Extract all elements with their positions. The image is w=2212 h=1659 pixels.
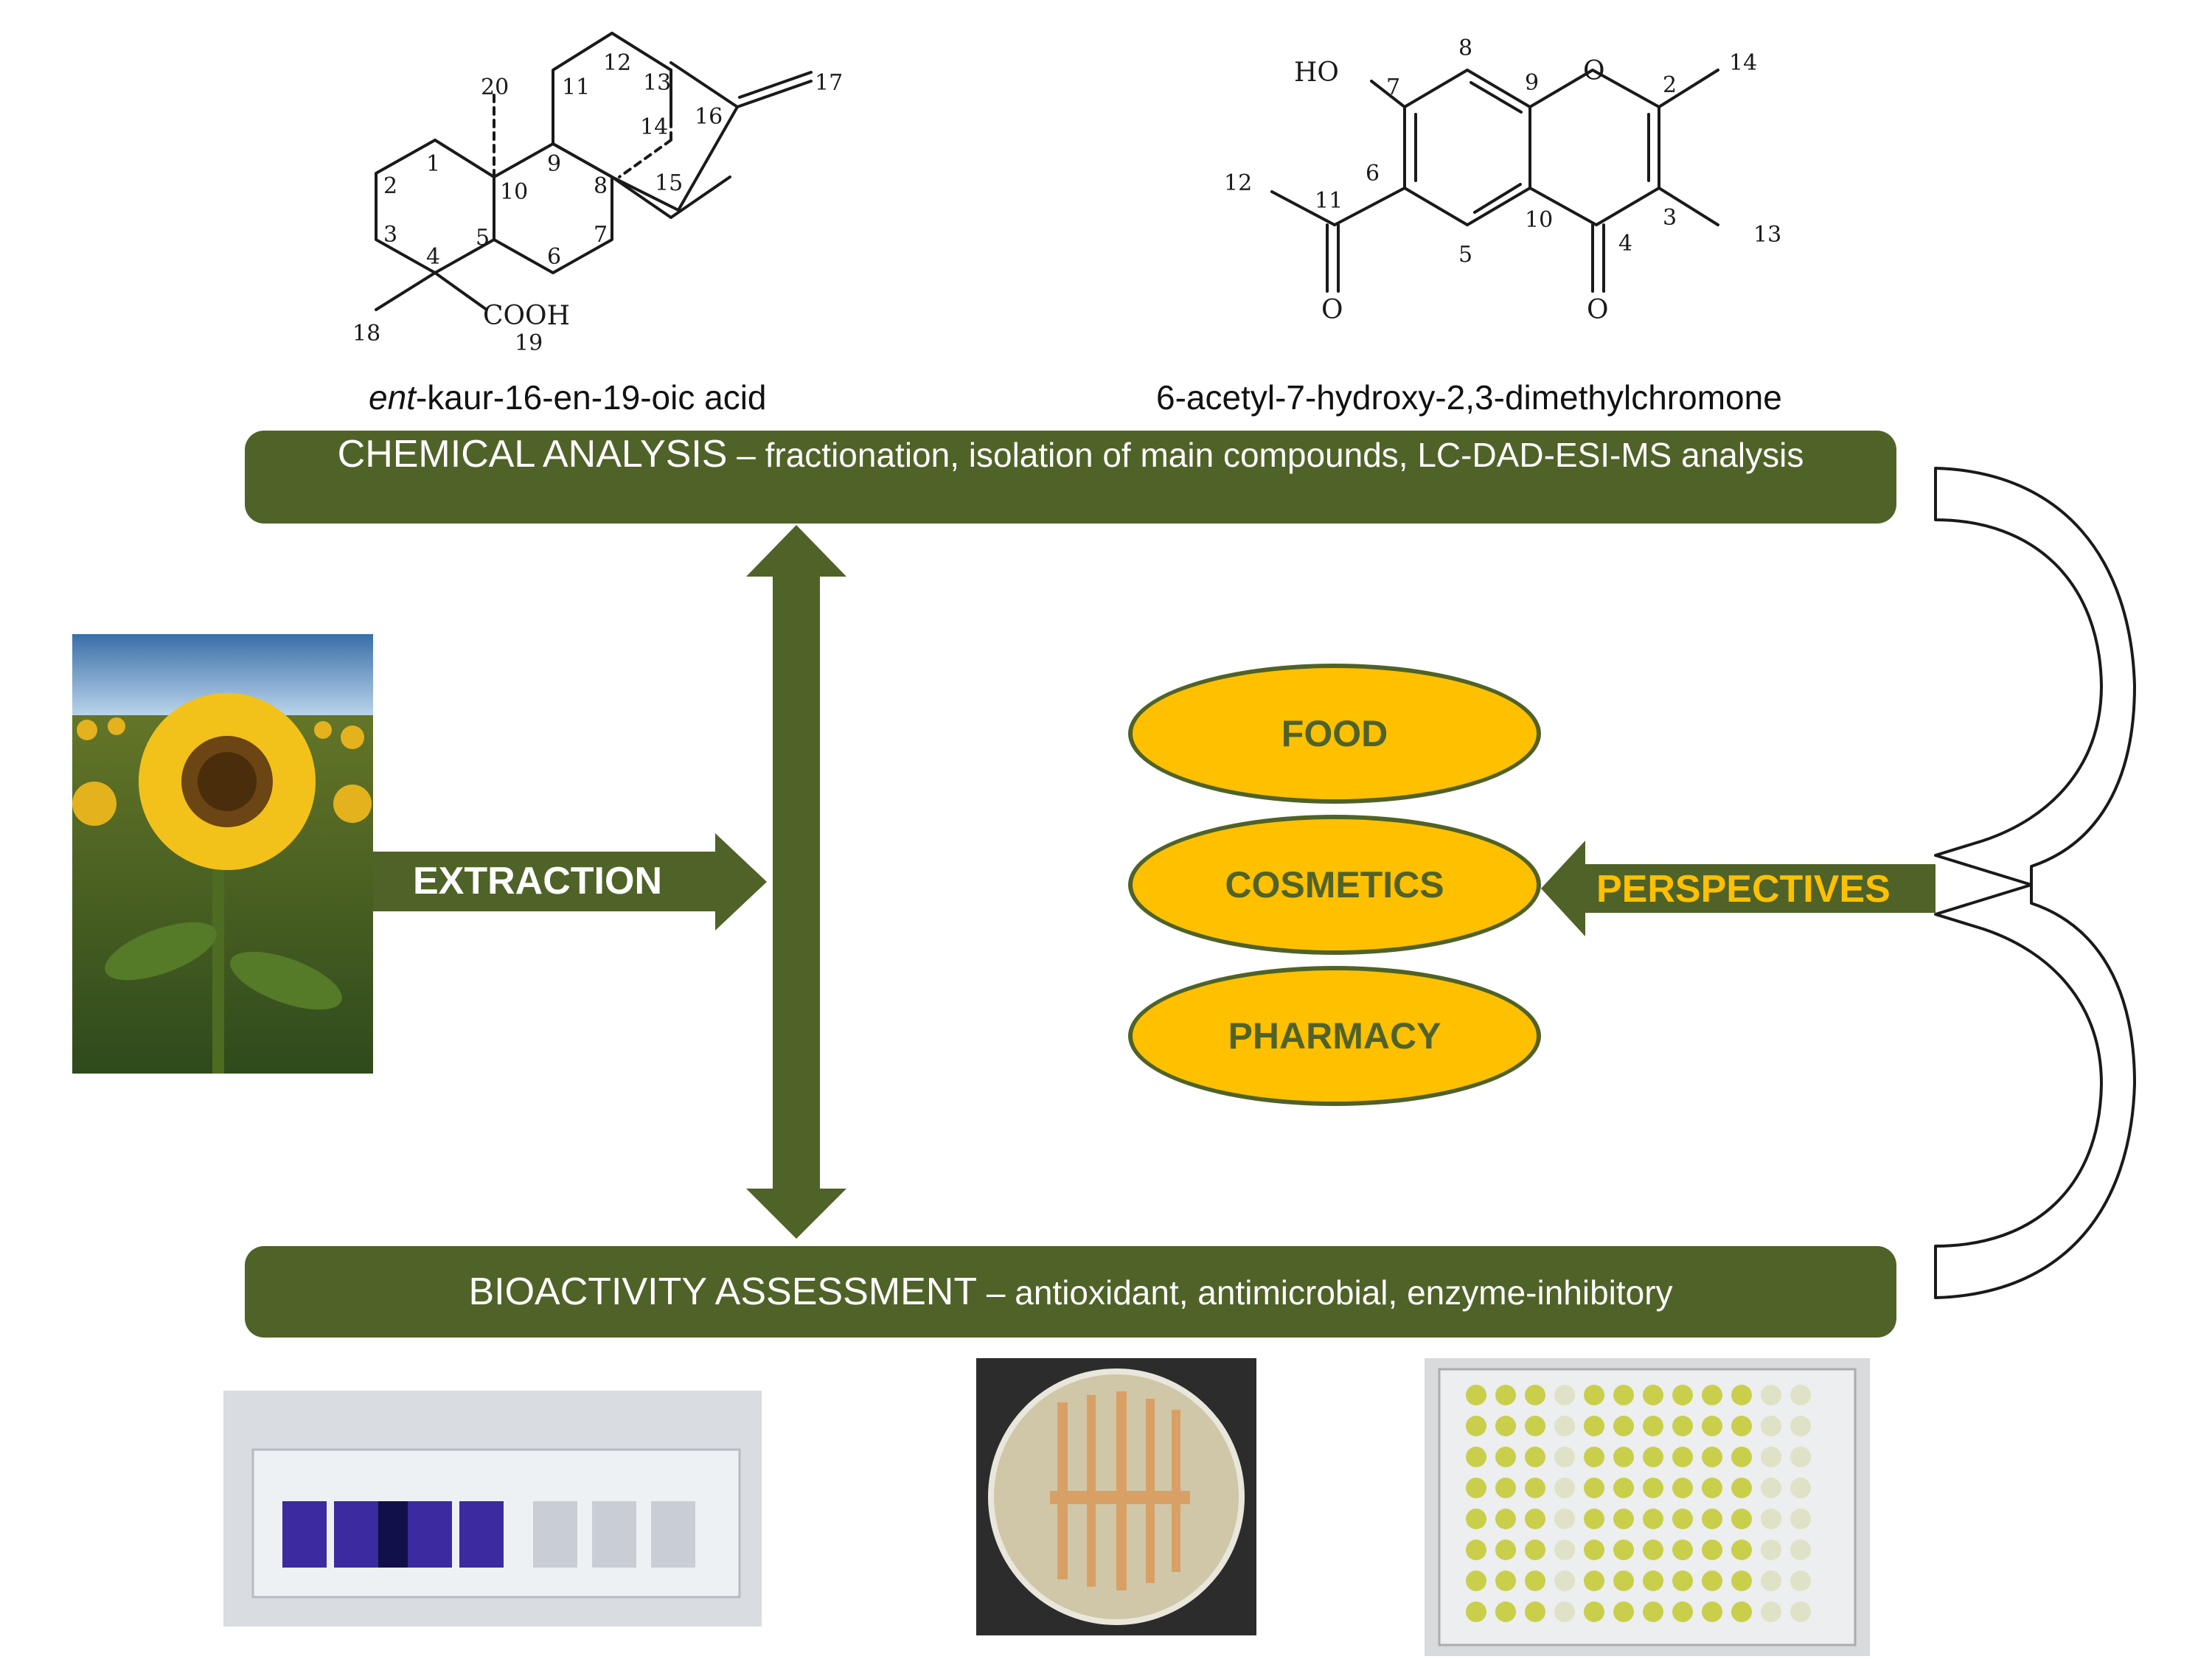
atom-label: 15	[655, 170, 683, 196]
ketone-oxygen-label: O	[1587, 295, 1609, 325]
extraction-label: EXTRACTION	[413, 860, 662, 902]
atom-label: 7	[594, 222, 608, 248]
perspectives-arrow	[1541, 841, 1935, 936]
atom-label: 11	[1315, 188, 1343, 214]
double-arrow-vertical	[746, 525, 846, 1239]
sunflower-photo	[72, 634, 373, 1074]
hydroxy-label: HO	[1294, 58, 1339, 88]
curved-arrow-bottom	[1934, 883, 2136, 1299]
petri-dish-photo	[976, 1358, 1256, 1635]
atom-label: 1	[426, 151, 440, 177]
atom-label: 17	[815, 70, 843, 96]
atom-label: 6	[547, 244, 561, 270]
pharmacy-ellipse: PHARMACY	[1128, 966, 1541, 1106]
atom-label: 12	[1224, 170, 1252, 196]
perspectives-label: PERSPECTIVES	[1596, 868, 1891, 911]
microplate-yellow-photo	[1425, 1358, 1870, 1656]
bioactivity-banner: BIOACTIVITY ASSESSMENT – antioxidant, an…	[245, 1246, 1896, 1338]
atom-label: 6	[1366, 161, 1380, 187]
cosmetics-ellipse: COSMETICS	[1128, 815, 1541, 955]
atom-label: 4	[1618, 231, 1632, 257]
atom-label: 12	[603, 50, 631, 76]
atom-label: 3	[1663, 205, 1677, 231]
atom-label: 19	[515, 330, 543, 356]
acetyl-oxygen-label: O	[1321, 295, 1343, 325]
pharmacy-label: PHARMACY	[1228, 1015, 1441, 1057]
atom-label: 9	[547, 151, 561, 177]
chromone-structure: HO O O O 2 3 4 5 6 7 8 9 10 11 12 13 14	[1224, 35, 1781, 325]
atom-label: 5	[476, 225, 490, 251]
atom-label: 10	[500, 179, 528, 205]
atom-label: 18	[352, 321, 380, 347]
atom-label: 4	[426, 244, 440, 270]
atom-label: 20	[481, 74, 509, 100]
compound-name-chromone: 6-acetyl-7-hydroxy-2,3-dimethylchromone	[1156, 378, 1782, 417]
atom-label: 2	[1663, 72, 1677, 98]
chemical-analysis-banner: CHEMICAL ANALYSIS – fractionation, isola…	[245, 431, 1896, 524]
atom-label: 13	[643, 70, 671, 96]
curved-arrow-top	[1934, 467, 2136, 886]
atom-label: 14	[1729, 50, 1757, 76]
carboxyl-group-label: COOH	[483, 301, 570, 331]
food-ellipse: FOOD	[1128, 664, 1541, 804]
atom-label: 8	[1458, 35, 1472, 61]
food-label: FOOD	[1281, 713, 1388, 754]
atom-label: 14	[640, 114, 668, 140]
atom-label: 5	[1458, 242, 1472, 268]
atom-label: 8	[594, 173, 608, 199]
atom-label: 16	[695, 104, 723, 130]
kaurenoic-acid-structure: 1 2 3 4 5 6 7 8 9 10 11 12 13 14 15 16 1…	[352, 32, 843, 356]
atom-label: 2	[383, 173, 397, 199]
ring-oxygen-label: O	[1583, 56, 1605, 86]
extraction-arrow	[372, 833, 767, 931]
atom-label: 10	[1525, 207, 1553, 233]
atom-label: 9	[1525, 70, 1539, 96]
cosmetics-label: COSMETICS	[1225, 864, 1444, 905]
atom-label: 7	[1386, 74, 1400, 100]
microplate-purple-photo	[223, 1391, 762, 1627]
atom-label: 11	[562, 74, 590, 100]
compound-name-kaurenoic-acid: ent-kaur-16-en-19-oic acid	[369, 378, 767, 417]
atom-label: 13	[1753, 222, 1781, 248]
atom-label: 3	[383, 222, 397, 248]
